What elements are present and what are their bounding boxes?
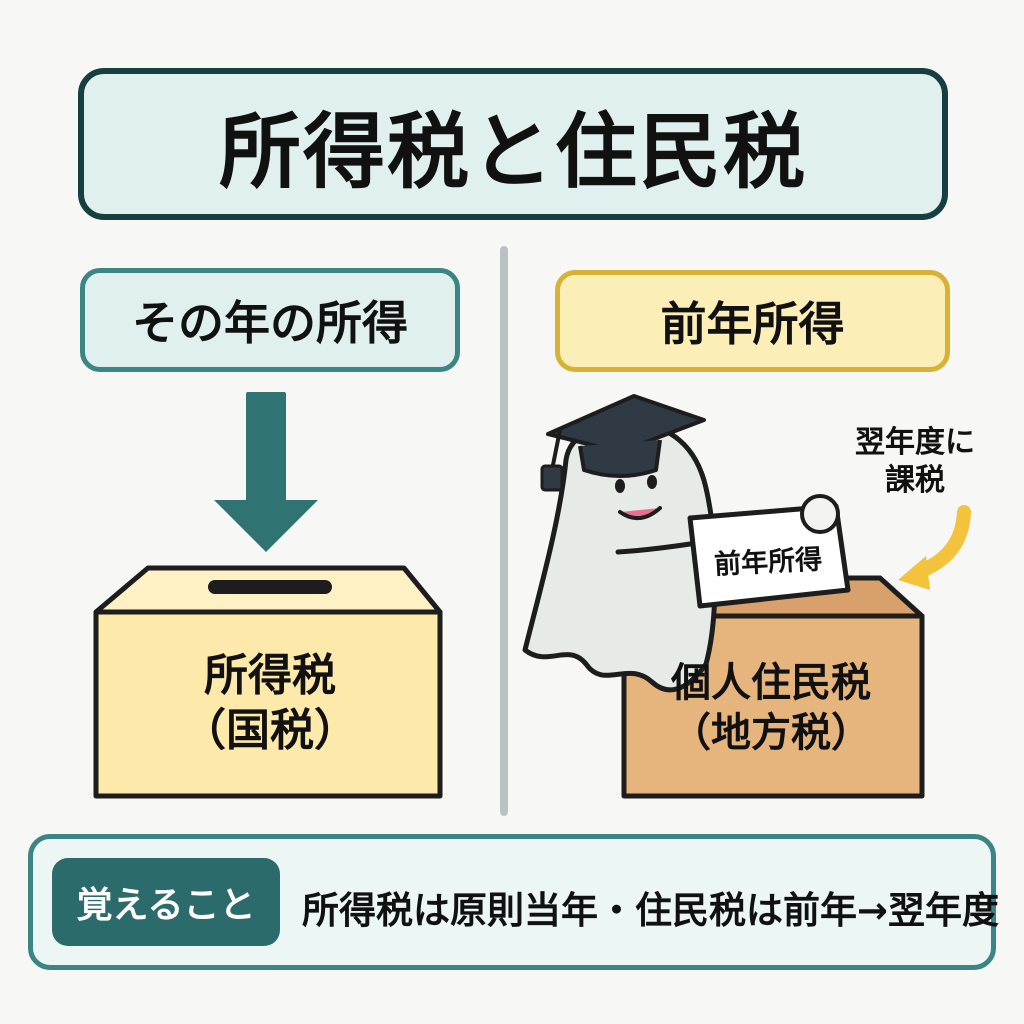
down-arrow-icon — [214, 392, 318, 552]
left-label-box: その年の所得 — [80, 268, 460, 372]
ghost-mascot-icon — [522, 394, 718, 693]
page-title: 所得税と住民税 — [218, 104, 807, 200]
remember-badge: 覚えること — [52, 858, 280, 946]
right-label-box: 前年所得 — [555, 270, 950, 372]
taxation-note-line1: 翌年度に — [855, 425, 975, 460]
income-tax-label: 所得税 （国税） — [100, 648, 440, 758]
taxation-note: 翌年度に 課税 — [840, 424, 990, 501]
right-label: 前年所得 — [660, 297, 845, 351]
paper-document-icon — [687, 494, 851, 609]
income-tax-title: 所得税 — [204, 650, 336, 701]
resident-tax-subtitle: （地方税） — [671, 710, 871, 756]
income-tax-subtitle: （国税） — [182, 705, 358, 756]
center-divider — [500, 246, 508, 816]
resident-tax-title: 個人住民税 — [671, 660, 871, 706]
remember-badge-text: 覚えること — [76, 885, 256, 926]
ballot-box-left-icon — [93, 565, 443, 799]
paper-text: 前年所得 — [713, 544, 823, 581]
resident-tax-label: 個人住民税 （地方税） — [625, 658, 917, 758]
left-label: その年の所得 — [132, 296, 408, 350]
summary-text: 所得税は原則当年・住民税は前年→翌年度 — [302, 889, 1000, 932]
taxation-note-line2: 課税 — [885, 463, 945, 499]
curved-arrow-icon — [898, 505, 971, 590]
title-banner: 所得税と住民税 — [78, 68, 948, 220]
